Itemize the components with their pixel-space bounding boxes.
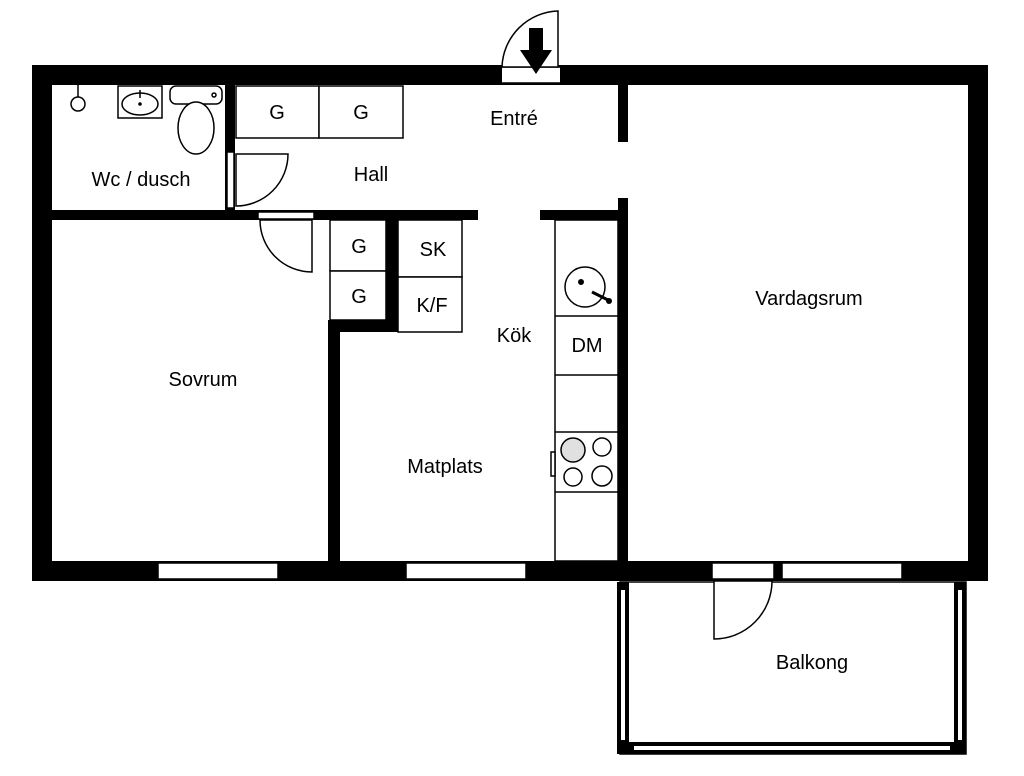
wc-door-swing bbox=[235, 153, 289, 207]
toilet-bowl bbox=[177, 101, 215, 155]
stove-burner-3 bbox=[563, 467, 583, 487]
wall-bedroom-kitchen bbox=[328, 320, 340, 561]
wall-living-lower bbox=[618, 198, 628, 561]
stove-burner-1 bbox=[560, 437, 586, 463]
wardrobe-hall-2 bbox=[318, 85, 404, 139]
cabinet-sk bbox=[397, 219, 463, 278]
wardrobe-bed-1 bbox=[329, 219, 387, 272]
toilet-flush bbox=[211, 92, 217, 98]
cabinet-kf bbox=[397, 276, 463, 333]
bedroom-door-frame bbox=[257, 211, 315, 220]
wall-closet-divider bbox=[386, 220, 398, 332]
room-label-wc: Wc / dusch bbox=[92, 169, 191, 191]
outer-walls bbox=[32, 65, 988, 581]
wardrobe-hall-1 bbox=[235, 85, 320, 139]
sink-drain bbox=[138, 102, 142, 106]
sink-icon bbox=[117, 85, 163, 119]
balcony-bottom-rail-gap bbox=[634, 746, 950, 750]
wc-door-frame bbox=[226, 151, 235, 209]
room-label-sovrum: Sovrum bbox=[169, 369, 238, 391]
shower-icon bbox=[70, 85, 86, 112]
windows bbox=[157, 562, 903, 580]
window-bedroom bbox=[157, 562, 279, 580]
dishwasher-label: DM bbox=[571, 335, 602, 357]
doors bbox=[226, 10, 775, 640]
wall-wc-hall bbox=[225, 85, 235, 210]
kitchen-sink-tap-end bbox=[606, 298, 612, 304]
bedroom-door-swing bbox=[259, 219, 313, 273]
hall-wardrobes: G G bbox=[235, 85, 404, 139]
stove-burner-2 bbox=[592, 437, 612, 457]
wardrobe-bed-1-label: G bbox=[351, 236, 367, 258]
balcony-door-swing bbox=[713, 580, 773, 640]
balcony-right-rail-gap bbox=[958, 590, 962, 740]
room-label-vardagsrum: Vardagsrum bbox=[755, 288, 862, 310]
wall-kitchen-top bbox=[540, 210, 628, 220]
entrance-arrow-icon bbox=[520, 28, 552, 74]
window-living bbox=[781, 562, 903, 580]
interior-walls bbox=[52, 85, 628, 561]
cabinet-kf-label: K/F bbox=[416, 295, 447, 317]
stove-handle bbox=[550, 451, 556, 477]
wall-left bbox=[32, 65, 52, 581]
room-label-balkong: Balkong bbox=[776, 652, 848, 674]
kitchen-cabinets: G G SK K/F bbox=[329, 219, 463, 333]
wardrobe-bed-2 bbox=[329, 270, 387, 321]
stove-burner-4 bbox=[591, 465, 613, 487]
wardrobe-hall-2-label: G bbox=[353, 102, 369, 124]
kitchen-sink-icon bbox=[564, 266, 612, 308]
kitchen-sink-tap bbox=[591, 290, 609, 302]
kitchen-counter: DM bbox=[550, 219, 619, 562]
cabinet-sk-label: SK bbox=[420, 239, 447, 261]
room-labels: Wc / dusch Hall Entré Sovrum Kök Matplat… bbox=[92, 108, 863, 674]
room-label-kok: Kök bbox=[497, 325, 532, 347]
wc-fixtures bbox=[70, 85, 223, 155]
wall-right bbox=[968, 65, 988, 581]
balcony-outline bbox=[619, 581, 967, 755]
kitchen-sink-drain bbox=[578, 279, 584, 285]
room-label-hall: Hall bbox=[354, 164, 388, 186]
wardrobe-bed-2-label: G bbox=[351, 286, 367, 308]
wardrobe-hall-1-label: G bbox=[269, 102, 285, 124]
entrance-door-opening bbox=[502, 67, 560, 83]
wall-living-upper bbox=[618, 85, 628, 142]
shower-head bbox=[70, 96, 86, 112]
balcony-door-frame bbox=[711, 562, 775, 580]
balcony bbox=[617, 581, 967, 755]
room-label-matplats: Matplats bbox=[407, 456, 483, 478]
window-kitchen bbox=[405, 562, 527, 580]
balcony-left-rail-gap bbox=[621, 590, 625, 740]
kitchen-sink-bowl bbox=[564, 266, 606, 308]
wall-closet-bottom bbox=[328, 320, 398, 332]
stove-icon bbox=[550, 437, 613, 487]
room-label-entre: Entré bbox=[490, 108, 538, 130]
toilet-icon bbox=[169, 85, 223, 155]
